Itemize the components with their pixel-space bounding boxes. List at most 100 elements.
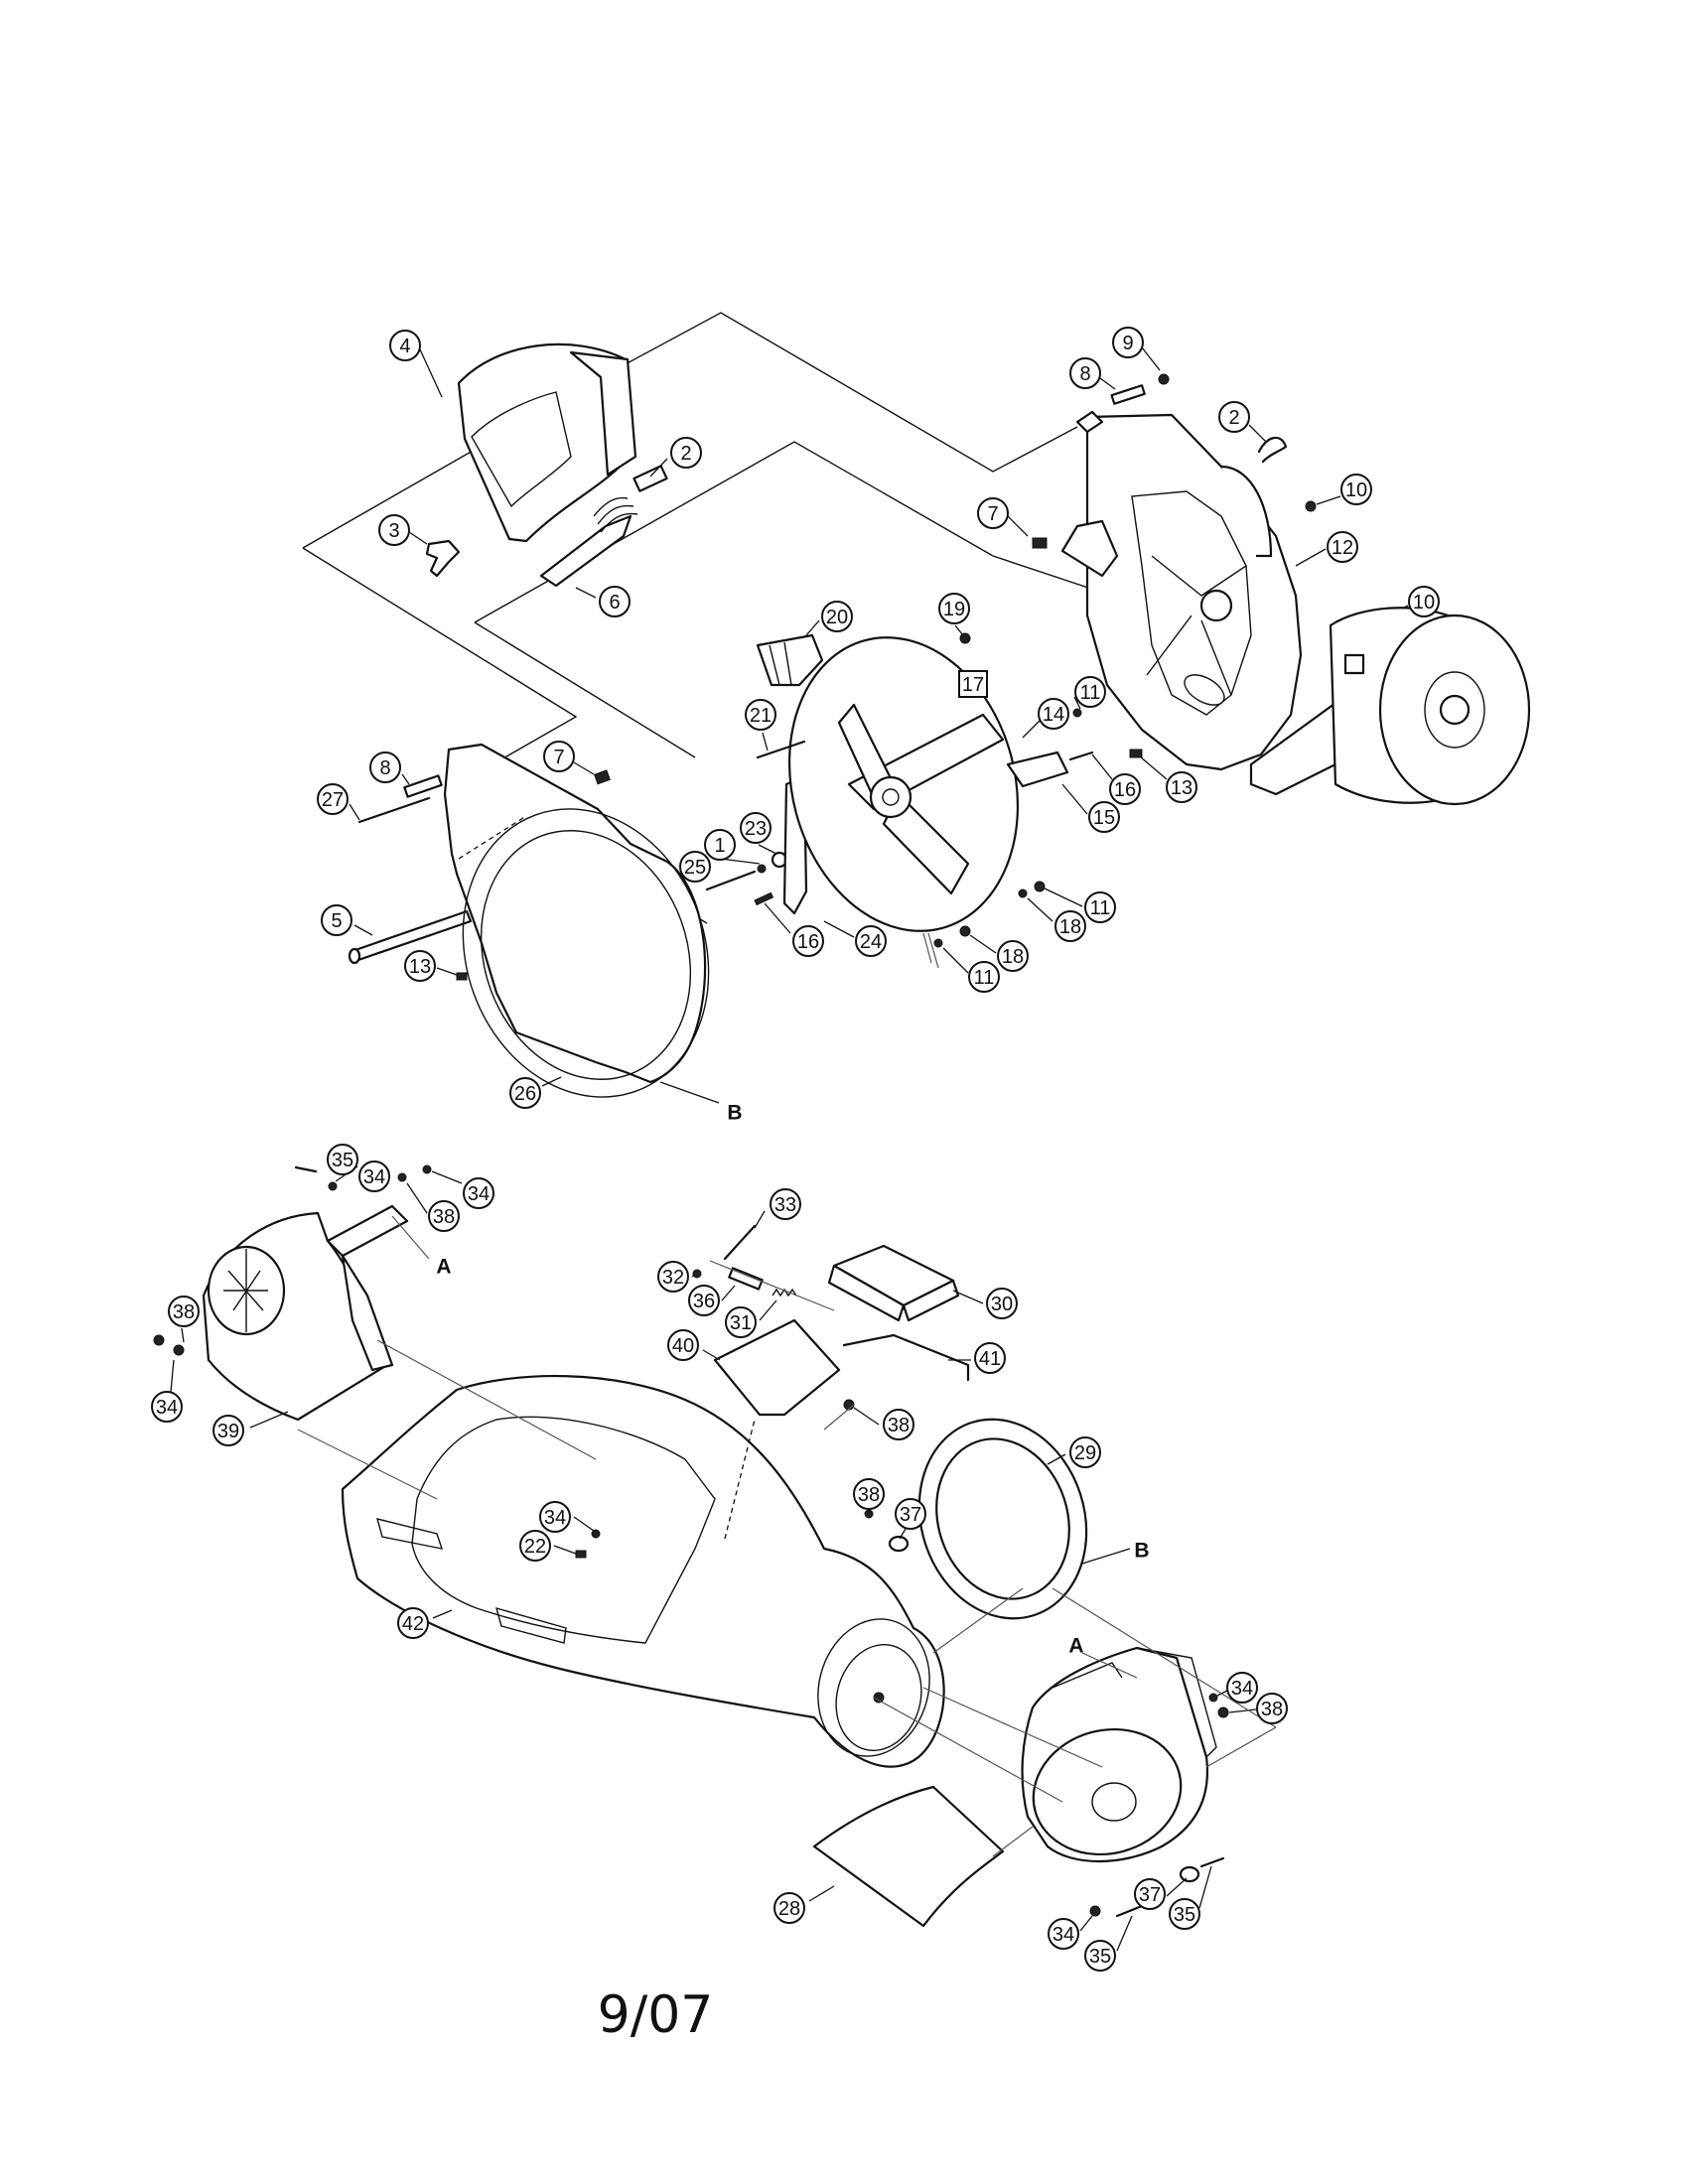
callout-number: 18 xyxy=(1002,946,1024,968)
callout-circle xyxy=(1038,698,1069,730)
callout-number: 34 xyxy=(156,1397,178,1419)
part-callout-4: 4 xyxy=(389,330,421,361)
part-callout-27: 27 xyxy=(317,783,349,815)
impeller-alignment-lines xyxy=(922,932,939,969)
callout-circle xyxy=(543,741,575,772)
part-callout-11: 11 xyxy=(1074,676,1106,708)
bracket-15 xyxy=(1006,719,1113,815)
callout-number: 37 xyxy=(1139,1884,1161,1906)
callout-number: 27 xyxy=(322,789,344,811)
part-callout-18: 18 xyxy=(997,940,1029,972)
part-callout-17: 17 xyxy=(958,670,988,698)
part-callout-31: 31 xyxy=(725,1306,757,1338)
callout-number: 34 xyxy=(363,1166,385,1188)
part-callout-12: 12 xyxy=(1327,531,1358,563)
callout-circle xyxy=(1340,474,1372,505)
callout-circle xyxy=(1327,531,1358,563)
callout-circle xyxy=(151,1391,183,1423)
part-callout-8: 8 xyxy=(1069,357,1101,389)
callout-circle xyxy=(1074,676,1106,708)
callout-circle xyxy=(1218,401,1250,433)
callout-number: 40 xyxy=(672,1335,694,1357)
callout-number: 8 xyxy=(379,757,390,779)
callout-layer: 1223456778891010111111121313141516161718… xyxy=(151,327,1440,1972)
callout-number: 14 xyxy=(1043,704,1064,726)
callout-circle xyxy=(968,961,1000,993)
part-callout-28: 28 xyxy=(773,1892,805,1924)
left-fasteners xyxy=(153,1164,463,1393)
callout-circle xyxy=(974,1342,1006,1374)
callout-number: 23 xyxy=(745,818,767,840)
callout-number: 35 xyxy=(1174,1904,1195,1926)
rear-chassis-housing xyxy=(1007,410,1377,796)
part-callout-39: 39 xyxy=(212,1415,244,1446)
callout-circle xyxy=(1166,771,1197,803)
part-callout-40: 40 xyxy=(667,1329,699,1361)
callout-circle xyxy=(745,699,776,731)
part-callout-11: 11 xyxy=(968,961,1000,993)
part-callout-10: 10 xyxy=(1340,474,1372,505)
callout-circle xyxy=(1084,1940,1116,1972)
callout-number: 3 xyxy=(388,520,399,542)
callout-circle xyxy=(168,1296,200,1327)
callout-circle xyxy=(539,1501,571,1533)
callout-number: 36 xyxy=(693,1291,715,1312)
part-callout-24: 24 xyxy=(855,925,887,957)
part-callout-35: 35 xyxy=(1169,1898,1200,1930)
callout-number: 25 xyxy=(684,857,706,879)
part-callout-5: 5 xyxy=(321,904,352,936)
deflector-part xyxy=(539,458,668,599)
callout-circle xyxy=(212,1415,244,1446)
fan-housing-plate xyxy=(443,743,720,1104)
part-callout-38: 38 xyxy=(883,1409,914,1440)
callout-circle xyxy=(1054,910,1086,942)
part-callout-21: 21 xyxy=(745,699,776,731)
nut-19 xyxy=(954,624,971,644)
rod-parts-right xyxy=(1099,346,1170,405)
part-callout-10: 10 xyxy=(1408,586,1440,617)
callout-number: 21 xyxy=(750,705,772,727)
callout-circle xyxy=(378,514,410,546)
right-fasteners xyxy=(1079,1689,1257,1952)
callout-number: 7 xyxy=(987,503,998,525)
part-callout-6: 6 xyxy=(599,586,631,617)
callout-number: 6 xyxy=(609,592,620,614)
lower-assembly-lines xyxy=(297,1339,1277,1857)
part-callout-16: 16 xyxy=(792,925,824,957)
part-callout-29: 29 xyxy=(1069,1436,1101,1468)
adapter-ring xyxy=(917,1418,1131,1620)
callout-circle xyxy=(389,330,421,361)
callout-number: 24 xyxy=(860,931,882,953)
part-callout-34: 34 xyxy=(151,1391,183,1423)
part-callout-23: 23 xyxy=(740,812,772,844)
callout-number: 13 xyxy=(1171,777,1193,799)
part-callout-8: 8 xyxy=(369,751,401,783)
callout-number: 10 xyxy=(1413,592,1435,614)
bolt-16-left xyxy=(754,891,791,934)
callout-number: 9 xyxy=(1122,333,1133,354)
callout-circle xyxy=(821,601,853,632)
callout-number: 38 xyxy=(858,1484,880,1506)
callout-number: 35 xyxy=(1089,1946,1111,1968)
callout-number: 39 xyxy=(217,1421,239,1442)
part-callout-13: 13 xyxy=(404,950,436,982)
callout-circle xyxy=(1084,891,1116,923)
callout-number: 37 xyxy=(900,1504,921,1526)
callout-circle xyxy=(1134,1878,1166,1910)
callout-circle xyxy=(855,925,887,957)
callout-circle xyxy=(1226,1672,1258,1704)
callout-number: 15 xyxy=(1093,807,1115,829)
callout-circle xyxy=(670,437,702,469)
body-fasteners xyxy=(553,1516,601,1559)
callout-circle xyxy=(1256,1693,1288,1724)
callout-circle xyxy=(986,1288,1018,1319)
callout-circle xyxy=(1069,357,1101,389)
part-callout-34: 34 xyxy=(463,1177,494,1209)
nuts-10 xyxy=(1305,495,1409,625)
part-callout-34: 34 xyxy=(358,1160,390,1192)
part-callout-33: 33 xyxy=(770,1188,801,1220)
callout-number: 28 xyxy=(778,1898,800,1920)
bolt-13-right xyxy=(1129,749,1168,780)
callout-number: 19 xyxy=(943,599,965,620)
